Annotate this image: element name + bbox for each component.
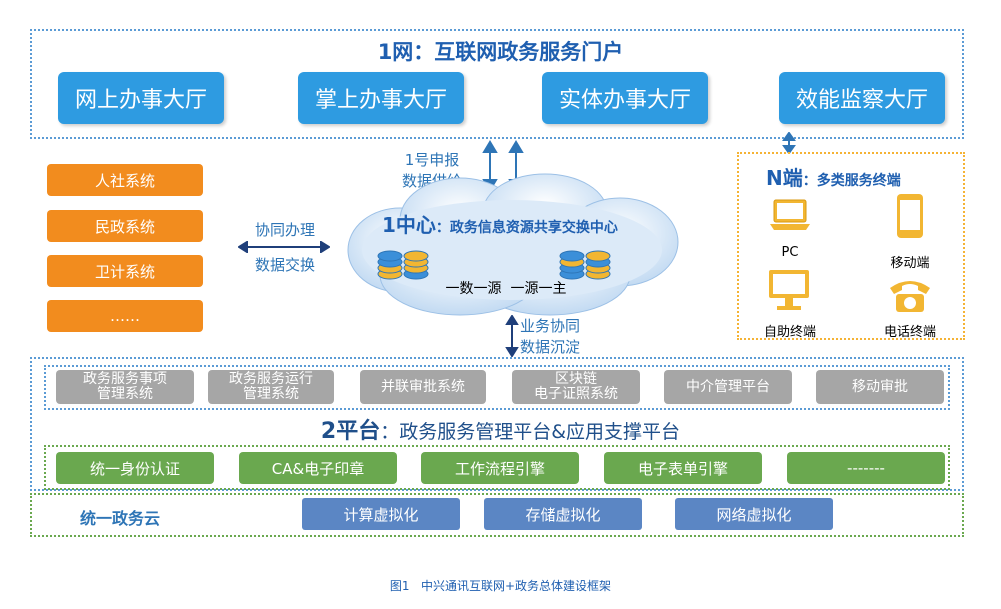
green-item-ca-seal[interactable]: CA&电子印章: [239, 452, 397, 484]
gray-item-blockchain-license[interactable]: 区块链电子证照系统: [512, 370, 640, 404]
terminals-subtitle: ：多类服务终端: [802, 173, 901, 189]
platform-frame: [30, 357, 964, 491]
gray-item-parallel-approval[interactable]: 并联审批系统: [360, 370, 486, 404]
platform-title: 2平台: [320, 419, 381, 444]
terminal-label-phone: 电话终端: [883, 325, 936, 340]
vertical-arrow-icon: [505, 315, 519, 357]
platform-subtitle: ：政务服务管理平台&应用支撑平台: [380, 421, 681, 443]
system-civil-affairs[interactable]: 民政系统: [47, 210, 203, 242]
portal-frame: [30, 29, 964, 139]
cloud-frame: [30, 493, 964, 537]
mobile-icon: [897, 194, 923, 238]
figure-caption: 图1 中兴通讯互联网+政务总体建设框架: [389, 579, 612, 593]
cooperate-label-top: 协同办理: [254, 221, 315, 239]
terminal-arrow-icon: [782, 132, 796, 154]
portal-button-mobile-hall[interactable]: 掌上办事大厅: [298, 72, 464, 124]
database-icon: [377, 250, 429, 280]
cloud-compute[interactable]: 计算虚拟化: [302, 498, 460, 530]
terminals-title: N端: [766, 166, 803, 190]
gray-item-service-operation[interactable]: 政务服务运行管理系统: [208, 370, 334, 404]
center-title-row: 1中心：政务信息资源共享交换中心: [382, 209, 682, 238]
platform-gray-frame: [44, 365, 950, 410]
portal-button-supervision-hall[interactable]: 效能监察大厅: [779, 72, 945, 124]
portal-button-physical-hall[interactable]: 实体办事大厅: [542, 72, 708, 124]
cloud-label: 统一政务云: [80, 509, 161, 528]
green-item-identity[interactable]: 统一身份认证: [56, 452, 214, 484]
center-subtitle: ：政务信息资源共享交换中心: [435, 220, 618, 236]
system-social-security[interactable]: 人社系统: [47, 164, 203, 196]
green-item-form-engine[interactable]: 电子表单引擎: [604, 452, 762, 484]
cloud-storage[interactable]: 存储虚拟化: [484, 498, 642, 530]
green-item-workflow[interactable]: 工作流程引擎: [421, 452, 579, 484]
gray-item-service-items[interactable]: 政务服务事项管理系统: [56, 370, 194, 404]
gray-item-agency-platform[interactable]: 中介管理平台: [664, 370, 792, 404]
platform-title-row: 2平台：政务服务管理平台&应用支撑平台: [0, 413, 1001, 445]
platform-green-frame: [44, 445, 950, 490]
portal-title: 1网：互联网政务服务门户: [377, 40, 624, 64]
database-icon: [559, 250, 611, 280]
horizontal-arrow-icon: [238, 241, 330, 253]
center-tagline: 一数一源 一源一主: [445, 281, 567, 297]
kiosk-icon: [769, 270, 809, 310]
system-more[interactable]: ……: [47, 300, 203, 332]
terminal-label-mobile: 移动端: [890, 256, 930, 271]
laptop-icon: [770, 199, 810, 230]
terminal-label-pc: PC: [781, 245, 799, 260]
center-title: 1中心: [382, 213, 436, 237]
cooperate-label-bottom: 数据交换: [254, 256, 315, 274]
cloud-network[interactable]: 网络虚拟化: [675, 498, 833, 530]
system-health[interactable]: 卫计系统: [47, 255, 203, 287]
terminals-title-row: N端：多类服务终端: [766, 162, 901, 191]
terminals-frame: [737, 152, 965, 340]
gray-item-mobile-approval[interactable]: 移动审批: [816, 370, 944, 404]
green-item-more[interactable]: -------: [787, 452, 945, 484]
portal-button-online-hall[interactable]: 网上办事大厅: [58, 72, 224, 124]
telephone-icon: [890, 281, 930, 312]
business-label: 业务协同数据沉淀: [520, 317, 581, 356]
terminal-label-kiosk: 自助终端: [763, 325, 816, 340]
